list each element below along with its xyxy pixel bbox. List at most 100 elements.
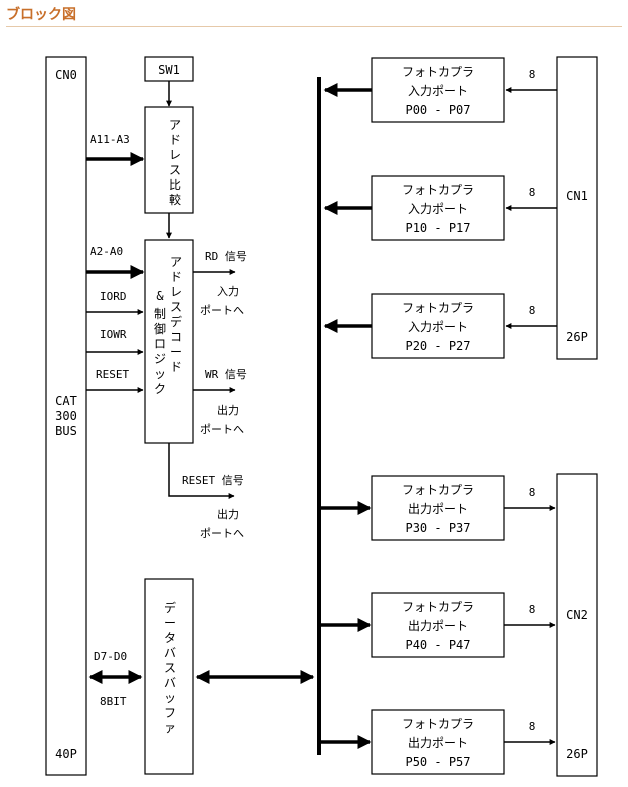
port-line-2: 出力ポート xyxy=(408,736,468,750)
port-bit-count: 8 xyxy=(529,68,536,81)
cn0-bus-line-3: BUS xyxy=(55,424,77,438)
cn0-connector: CN0 CAT 300 BUS 40P xyxy=(45,56,87,776)
data-bus-buffer-label-char: バ xyxy=(164,676,176,690)
address-compare-label-char: ア xyxy=(169,118,181,132)
data-bus-buffer-label-char: ス xyxy=(164,661,176,675)
rd-target-line-2: ポートへ xyxy=(200,304,244,317)
address-decode-label-char: ロ xyxy=(154,337,166,351)
cn2-label: CN2 xyxy=(566,608,588,622)
port-line-1: フォトカプラ xyxy=(402,65,474,79)
port-bit-count: 8 xyxy=(529,304,536,317)
address-compare-label-char: ド xyxy=(169,133,181,147)
sw1-block: SW1 xyxy=(144,56,194,82)
address-decode-label-char: & xyxy=(156,289,164,303)
reset-signal-label: RESET 信号 xyxy=(182,474,244,487)
data-bus-buffer-label-char: フ xyxy=(164,706,176,720)
wr-target-line-1: 出力 xyxy=(217,403,239,417)
address-decode-label-char: 御 xyxy=(154,321,166,336)
port-range: P40 - P47 xyxy=(405,638,470,652)
cn2-pins: 26P xyxy=(566,747,588,761)
address-compare-label-char: ス xyxy=(169,163,181,177)
rd-target-line-1: 入力 xyxy=(217,285,239,298)
signal-reset: RESET xyxy=(96,368,129,381)
port-range: P30 - P37 xyxy=(405,521,470,535)
address-decode-label-char: ッ xyxy=(154,367,166,381)
data-bus-buffer-label-char: タ xyxy=(164,631,176,645)
signal-a11-a3: A11-A3 xyxy=(90,133,130,146)
data-bus-buffer-label-char: ー xyxy=(164,616,176,630)
port-line-1: フォトカプラ xyxy=(402,483,474,497)
cn1-connector: CN1 26P xyxy=(556,56,598,360)
data-bus-buffer-label-char: ッ xyxy=(164,691,176,705)
port-line-1: フォトカプラ xyxy=(402,183,474,197)
data-bus-buffer-label-char: ァ xyxy=(164,721,176,735)
wr-signal-label: WR 信号 xyxy=(205,368,247,381)
port-line-1: フォトカプラ xyxy=(402,301,474,315)
port-bit-count: 8 xyxy=(529,186,536,199)
page-title: ブロック図 xyxy=(6,7,76,23)
address-decode-label-char: コ xyxy=(170,330,182,344)
cn0-label: CN0 xyxy=(55,68,77,82)
port-line-2: 出力ポート xyxy=(408,619,468,633)
port-range: P10 - P17 xyxy=(405,221,470,235)
address-decode-label-char: デ xyxy=(170,314,182,329)
address-decode-label-char: ア xyxy=(170,255,182,269)
port-range: P50 - P57 xyxy=(405,755,470,769)
port-line-2: 入力ポート xyxy=(408,84,468,98)
address-decode-label-char: 制 xyxy=(154,307,166,321)
address-decode-label-char: ジ xyxy=(154,352,166,366)
port-range: P20 - P27 xyxy=(405,339,470,353)
reset-target-line-1: 出力 xyxy=(217,507,239,521)
signal-iord: IORD xyxy=(100,290,127,303)
wr-target-line-2: ポートへ xyxy=(200,423,244,436)
port-line-2: 入力ポート xyxy=(408,202,468,216)
address-decode-label-char: ス xyxy=(170,300,182,314)
port-range: P00 - P07 xyxy=(405,103,470,117)
port-bit-count: 8 xyxy=(529,486,536,499)
signal-iowr: IOWR xyxy=(100,328,127,341)
port-line-1: フォトカプラ xyxy=(402,600,474,614)
address-decode-label-char: レ xyxy=(170,285,182,299)
cn0-pins: 40P xyxy=(55,747,77,761)
port-line-2: 入力ポート xyxy=(408,320,468,334)
port-bit-count: 8 xyxy=(529,603,536,616)
address-compare-label-char: 比 xyxy=(169,178,181,192)
cn0-bus-line-1: CAT xyxy=(55,394,77,408)
reset-output-arrow xyxy=(168,443,235,499)
address-decode-label-char: ー xyxy=(170,345,182,359)
rd-signal-label: RD 信号 xyxy=(205,250,247,263)
port-bit-count: 8 xyxy=(529,720,536,733)
data-bus-buffer-label-char: デ xyxy=(164,600,176,615)
address-decode-label-char: ク xyxy=(154,382,166,396)
port-line-2: 出力ポート xyxy=(408,502,468,516)
signal-8bit: 8BIT xyxy=(100,695,127,708)
port-line-1: フォトカプラ xyxy=(402,717,474,731)
sw1-label: SW1 xyxy=(158,63,180,77)
address-decode-label-char: ド xyxy=(170,270,182,284)
address-decode-label-char: ド xyxy=(170,360,182,374)
data-bus-buffer-label-char: バ xyxy=(164,646,176,660)
signal-a2-a0: A2-A0 xyxy=(90,245,123,258)
address-compare-label-char: レ xyxy=(169,148,181,162)
title-divider xyxy=(6,26,622,27)
cn0-bus-line-2: 300 xyxy=(55,409,77,423)
cn1-pins: 26P xyxy=(566,330,588,344)
signal-d7-d0: D7-D0 xyxy=(94,650,127,663)
cn1-label: CN1 xyxy=(566,189,588,203)
address-compare-label-char: 較 xyxy=(169,192,181,207)
reset-target-line-2: ポートへ xyxy=(200,527,244,540)
